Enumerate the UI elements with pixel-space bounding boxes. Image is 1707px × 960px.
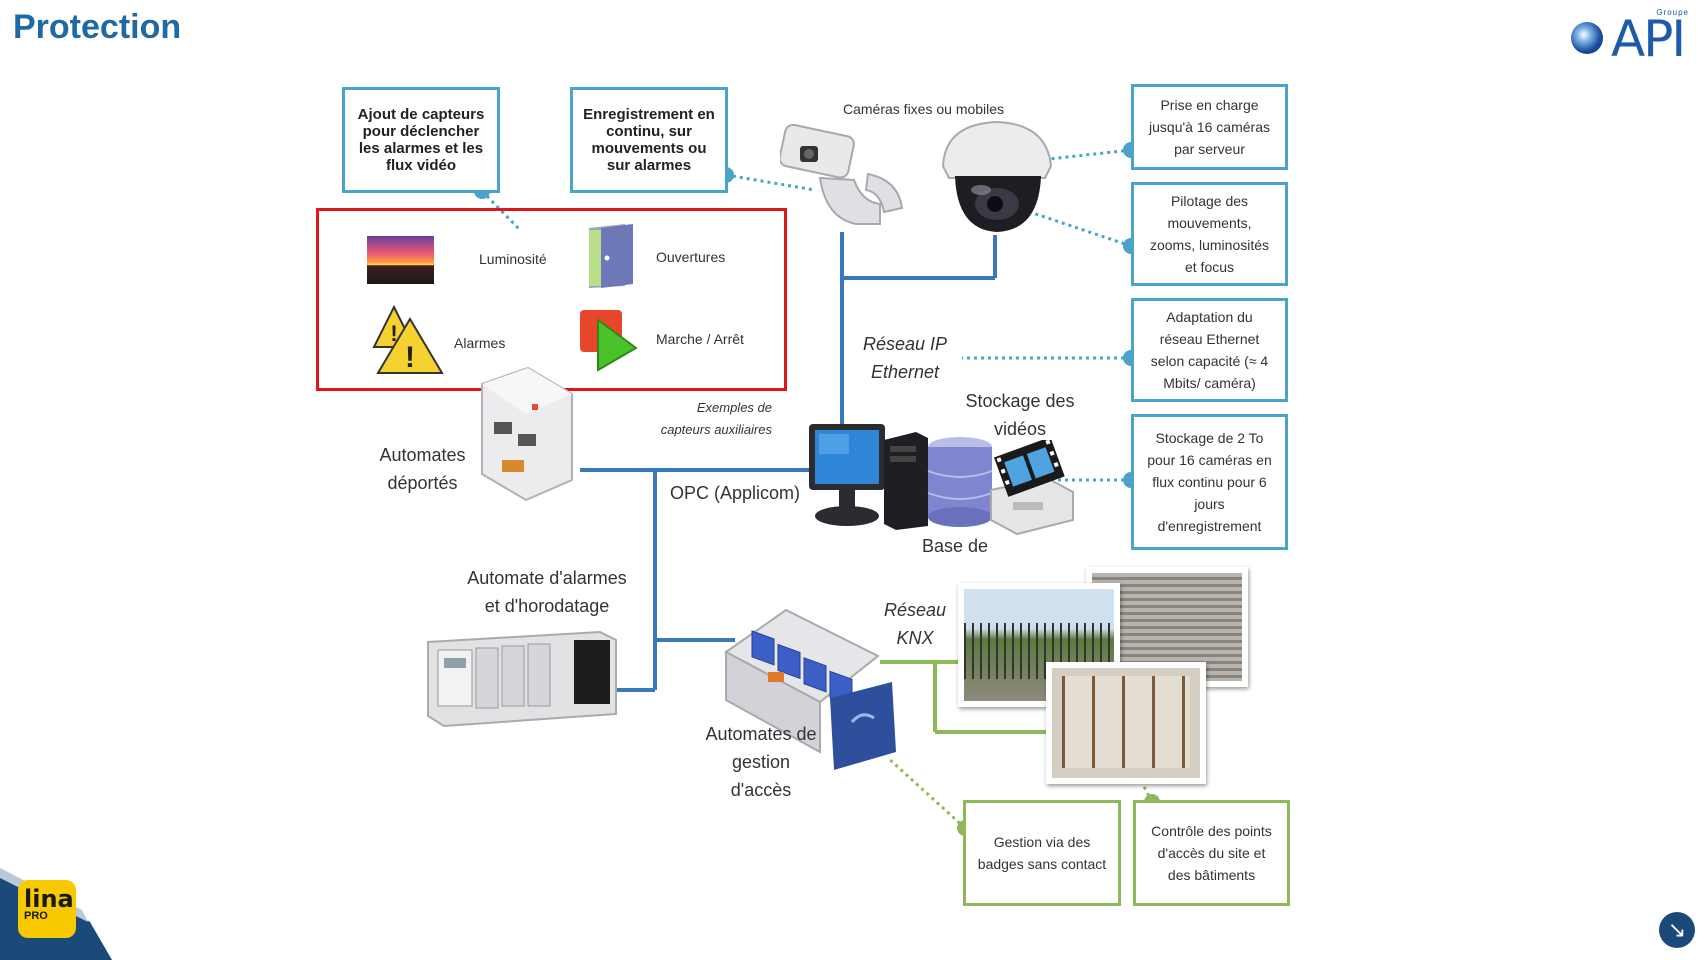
api-logo-text: API	[1611, 10, 1686, 68]
tower-pc-icon	[884, 432, 928, 530]
remote-plc-label-line2: déportés	[387, 473, 458, 493]
capacity-callout: Prise en charge jusqu'à 16 caméras par s…	[1131, 84, 1288, 170]
access-plc-label: Automates de gestion d'accès	[700, 720, 822, 804]
openings-label: Ouvertures	[656, 249, 726, 265]
svg-text:!: !	[390, 321, 397, 346]
alarm-plc-label: Automate d'alarmes et d'horodatage	[458, 564, 636, 620]
ip-network-label: Réseau IP Ethernet	[855, 330, 955, 386]
entrance-photo-image	[1052, 668, 1200, 778]
alarm-plc-icon	[427, 630, 617, 728]
lina-logo-subtext: PRO	[24, 910, 48, 922]
sensors-callout: Ajout de capteurs pour déclencher les al…	[342, 87, 500, 193]
access-plc-icon	[724, 608, 896, 770]
entrance-photo	[1046, 662, 1206, 784]
video-storage-label: Stockage des vidéos	[950, 387, 1090, 437]
brightness-label: Luminosité	[479, 251, 547, 267]
access-plc-label-line1: Automates de	[705, 724, 817, 744]
dome-camera-icon	[941, 120, 1053, 232]
database-label: Base de	[921, 536, 989, 556]
network-callout: Adaptation du réseau Ethernet selon capa…	[1131, 298, 1288, 402]
door-icon	[589, 224, 633, 288]
svg-text:!: !	[405, 341, 415, 374]
alarm-plc-label-line2: et d'horodatage	[484, 596, 610, 616]
api-logo-groupe: Groupe	[1656, 8, 1689, 17]
ip-network-label-line2: Ethernet	[870, 362, 940, 382]
ptz-camera-icon	[780, 123, 904, 225]
api-logo: API Groupe	[1565, 8, 1695, 68]
piloting-callout: Pilotage des mouvements, zooms, luminosi…	[1131, 182, 1288, 286]
cameras-label: Caméras fixes ou mobiles	[843, 101, 1005, 117]
lina-logo-text: lina	[24, 885, 74, 913]
knx-network-label-line1: Réseau	[883, 600, 947, 620]
alarms-label: Alarmes	[454, 335, 506, 351]
sensor-examples-caption-line1: Exemples de	[696, 400, 772, 415]
warning-icon: ! !	[372, 305, 444, 374]
access-plc-label-line2: gestion d'accès	[730, 752, 792, 800]
alarm-plc-label-line1: Automate d'alarmes	[467, 568, 627, 588]
badges-callout: Gestion via des badges sans contact	[963, 800, 1121, 906]
video-storage-icon	[990, 440, 1074, 536]
video-storage-label-line1: Stockage des	[965, 391, 1075, 411]
lina-pro-logo: lina PRO	[18, 880, 76, 938]
database-icon	[927, 437, 993, 527]
next-slide-button[interactable]: ↘	[1659, 912, 1695, 948]
on-off-icon	[580, 310, 638, 372]
video-storage-label-line2: vidéos	[993, 419, 1047, 437]
brightness-icon	[367, 236, 434, 284]
globe-icon	[1571, 22, 1603, 54]
sensor-examples-caption: Exemples de capteurs auxiliaires	[630, 397, 772, 441]
remote-plc-icon	[481, 366, 573, 502]
monitor-icon	[809, 424, 885, 526]
sensor-examples-caption-line2: capteurs auxiliaires	[660, 422, 772, 437]
recording-callout: Enregistrement en continu, sur mouvement…	[570, 87, 728, 193]
knx-network-label-line2: KNX	[896, 628, 934, 648]
entrance-photo-doors	[1062, 676, 1190, 768]
page-title: Protection	[13, 8, 182, 46]
on-off-label: Marche / Arrêt	[656, 331, 744, 347]
remote-plc-label-line1: Automates	[379, 445, 466, 465]
opc-label: OPC (Applicom)	[670, 483, 801, 503]
knx-network-label: Réseau KNX	[870, 596, 960, 652]
ip-network-label-line1: Réseau IP	[862, 334, 948, 354]
remote-plc-label: Automates déportés	[370, 441, 475, 497]
access-points-callout: Contrôle des points d'accès du site et d…	[1133, 800, 1290, 906]
storage-callout: Stockage de 2 To pour 16 caméras en flux…	[1131, 414, 1288, 550]
